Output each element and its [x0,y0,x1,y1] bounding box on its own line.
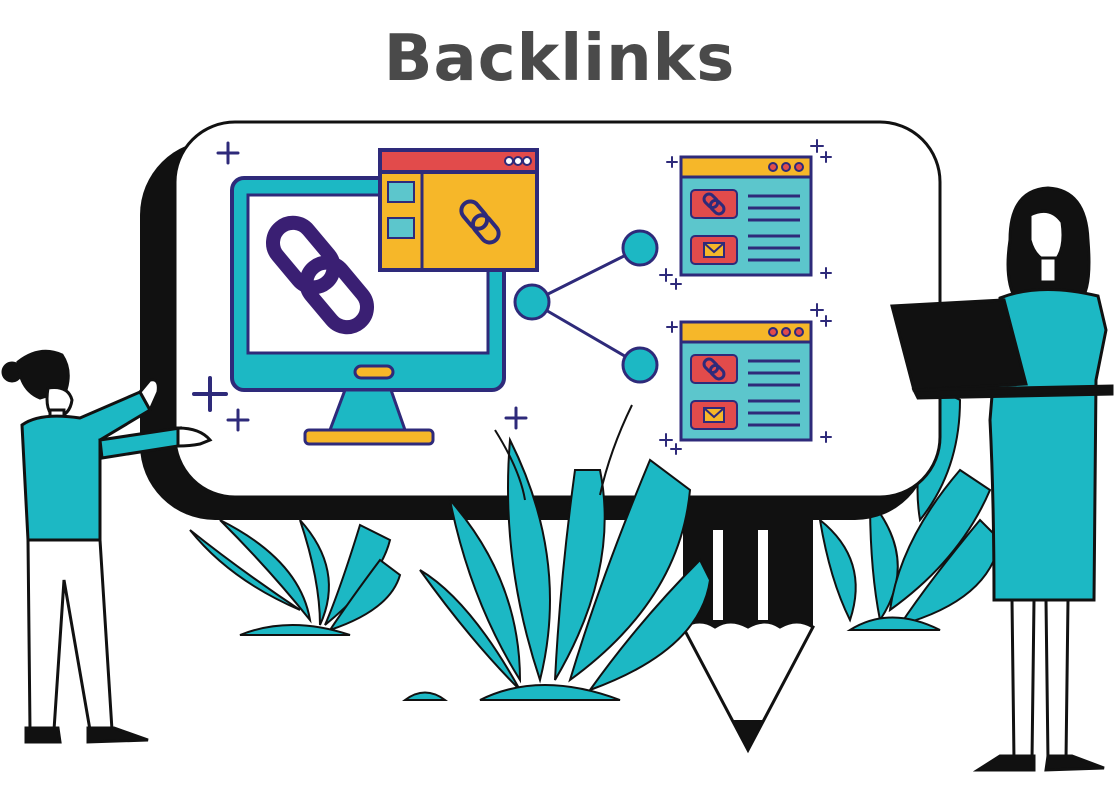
pencil-stand [681,497,815,754]
plant-right [818,388,1002,631]
site-card-bottom [679,320,813,442]
site-card-top [679,155,813,277]
share-network-icon [513,229,659,384]
person-left [1,349,213,744]
plant-left [189,519,402,636]
page-title: Backlinks [383,22,736,96]
link-icon [266,215,374,335]
plant-middle [401,404,712,701]
link-icon [459,199,501,245]
link-icon [702,192,726,216]
browser-window [378,148,539,272]
envelope-icon [703,407,725,423]
link-icon [702,357,726,381]
envelope-icon [703,242,725,258]
person-right [972,186,1108,772]
laptop [890,298,1114,400]
plus-sparkle-icon [192,139,832,455]
